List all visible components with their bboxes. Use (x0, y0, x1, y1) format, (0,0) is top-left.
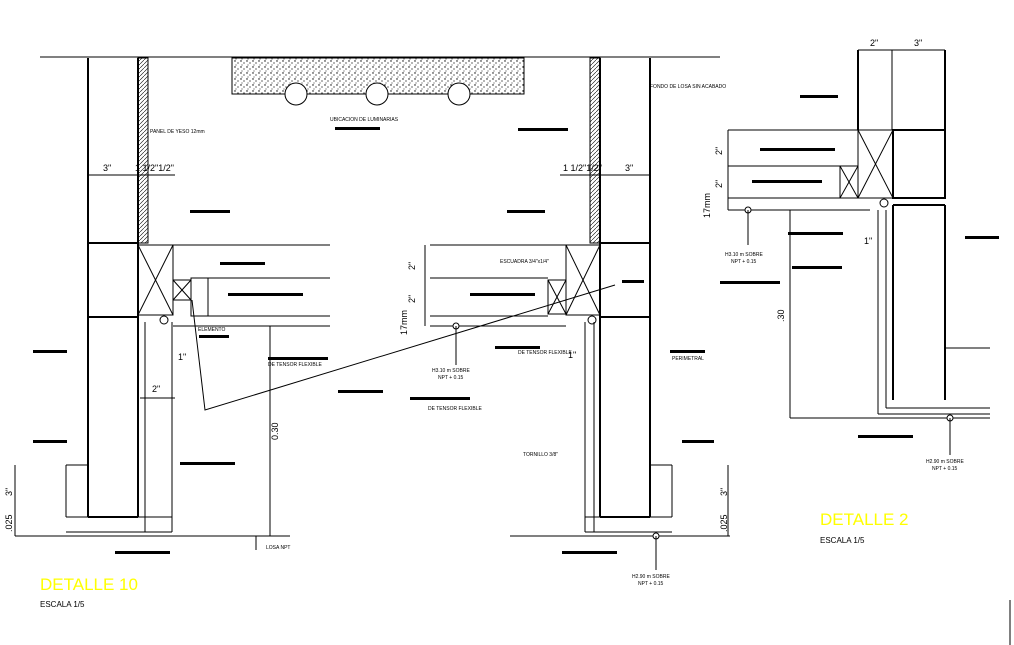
note-fondo: FONDO DE LOSA SIN ACABADO (650, 84, 726, 90)
note-nft-a: NPT + 0.15 (438, 375, 464, 381)
dim-1in-right: 1" (568, 350, 576, 360)
detail-10-scale: ESCALA 1/5 (40, 600, 85, 609)
note-luminarias: UBICACION DE LUMINARIAS (330, 117, 399, 123)
note-h290-a: H2.90 m SOBRE (632, 574, 670, 580)
dim-half-left: 1 1/2"1/2" (135, 163, 174, 173)
dim-3in-low-right: 3" (719, 488, 729, 496)
detail-2: 2" 3" 2" 2" 17mm .30 1" H3.10 m SOBRE NP… (702, 38, 999, 545)
luminaire-1 (284, 82, 308, 106)
d2-dim-2in: 2" (870, 38, 878, 48)
d2-dim-1in: 1" (864, 236, 872, 246)
dim-025-right: .025 (719, 514, 729, 532)
note-elemento: ELEMENTO (198, 327, 226, 333)
detail-2-title: DETALLE 2 (820, 510, 909, 529)
note-panel: PANEL DE YESO 12mm (150, 129, 205, 135)
d2-dim-2in-a: 2" (714, 147, 724, 155)
d2-dim-3in: 3" (914, 38, 922, 48)
note-nft-b: NPT + 0.15 (638, 581, 664, 587)
right-hatched-wall (589, 57, 601, 244)
d2-dim-2in-b: 2" (714, 180, 724, 188)
dim-17mm-a: 17mm (399, 310, 409, 335)
luminaire-3 (447, 82, 471, 106)
dim-3in-low-left: 3" (4, 488, 14, 496)
note-tornillo: TORNILLO 3/8" (523, 452, 558, 458)
d2-note-nft-b: NPT + 0.15 (932, 466, 958, 472)
luminaire-2 (365, 82, 389, 106)
d2-note-nft-a: NPT + 0.15 (731, 259, 757, 265)
detail-10: 3" 1 1/2"1/2" 1 1/2"1/2" 3" 2" 1" 1" 0.3… (4, 56, 730, 609)
detail-10-title: DETALLE 10 (40, 575, 138, 594)
dim-2in-a: 2" (407, 262, 417, 270)
d2-note-h310: H3.10 m SOBRE (725, 252, 763, 258)
dim-2in-left: 2" (152, 384, 160, 394)
dim-3in-right: 3" (625, 163, 633, 173)
dim-1in-left: 1" (178, 352, 186, 362)
note-flexible-left: DE TENSOR FLEXIBLE (268, 362, 322, 368)
note-escuadra: ESCUADRA 3/4"x1/4" (500, 259, 549, 265)
note-flexible-right: DE TENSOR FLEXIBLE (518, 350, 572, 356)
d2-dim-030: .30 (776, 309, 786, 322)
dim-025-left: .025 (4, 514, 14, 532)
note-losa: LOSA NPT (266, 545, 290, 551)
note-h310-a: H3.10 m SOBRE (432, 368, 470, 374)
dim-half-right: 1 1/2"1/2" (563, 163, 602, 173)
left-hatched-wall (137, 57, 149, 244)
d2-note-h290: H2.90 m SOBRE (926, 459, 964, 465)
note-flexible-mid: DE TENSOR FLEXIBLE (428, 406, 482, 412)
note-perimetral: PERIMETRAL (672, 356, 704, 362)
dim-2in-b: 2" (407, 295, 417, 303)
dim-3in-left: 3" (103, 163, 111, 173)
dim-030: 0.30 (270, 422, 280, 440)
detail-2-scale: ESCALA 1/5 (820, 536, 865, 545)
d2-dim-17mm: 17mm (702, 193, 712, 218)
